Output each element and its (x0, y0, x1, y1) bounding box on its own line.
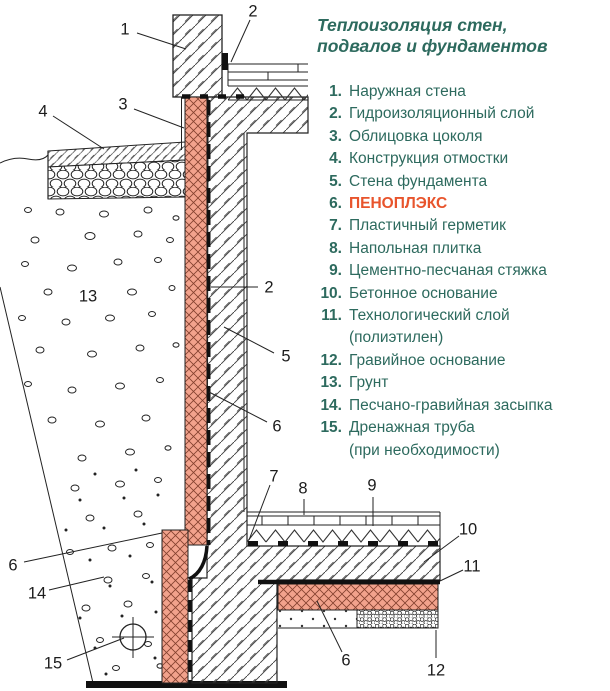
page-title-line1: Теплоизоляция стен, (317, 15, 508, 35)
legend-item-label: Стена фундамента (349, 172, 488, 190)
legend-item: 2. Гидроизоляционный слой (309, 103, 607, 125)
legend-item-label: Цементно-песчаная стяжка (349, 262, 547, 280)
callout-6-floor: 6 (341, 651, 351, 670)
legend-item-label: (при необходимости) (349, 441, 500, 459)
legend-item-number: 15. (320, 419, 342, 437)
callout-15: 15 (43, 654, 63, 673)
callout-5: 5 (281, 347, 291, 366)
callout-6-left: 6 (8, 556, 18, 575)
gravel-layer (356, 609, 439, 629)
legend-item: (при необходимости) (309, 440, 607, 462)
legend-item-label: Грунт (349, 374, 389, 392)
legend-item-number: 13. (320, 374, 342, 392)
callout-2-top: 2 (248, 2, 258, 21)
legend-item-number: 14. (320, 396, 342, 414)
legend-item: 14. Песчано-гравийная засыпка (309, 395, 607, 417)
legend-item: 3. Облицовка цоколя (309, 126, 607, 148)
callout-11: 11 (463, 557, 481, 576)
legend-item-number: 4. (329, 150, 342, 168)
excavation-line (0, 286, 94, 684)
legend-item-label: Дренажная труба (349, 419, 475, 437)
legend-item: 9. Цементно-песчаная стяжка (309, 260, 607, 282)
legend-item: 6. ПЕНОПЛЭКС (309, 193, 607, 215)
drainage-pipe-icon (112, 617, 154, 658)
legend-item-number: 10. (320, 284, 342, 302)
callout-9: 9 (367, 476, 377, 495)
legend-item-number: 8. (329, 239, 342, 257)
legend-item-number: 3. (329, 127, 342, 145)
callout-7: 7 (269, 467, 279, 486)
legend-item-number: 5. (329, 172, 342, 190)
legend-item-label: Наружная стена (349, 83, 466, 100)
callout-12: 12 (426, 661, 446, 680)
legend-item: 5. Стена фундамента (309, 171, 607, 193)
blind-area (47, 141, 186, 200)
legend-item-label: Технологический слой (349, 307, 510, 325)
legend-item: 8. Напольная плитка (309, 238, 607, 260)
callout-3: 3 (118, 95, 128, 114)
legend-item: (полиэтилен) (309, 327, 607, 349)
legend-item-number: 1. (329, 83, 342, 100)
callout-1: 1 (120, 20, 130, 39)
legend-item-number: 7. (329, 217, 342, 235)
callout-2-mid: 2 (264, 278, 274, 297)
callout-8: 8 (298, 479, 308, 498)
legend-item-number (309, 327, 342, 349)
legend-item-number: 12. (320, 351, 342, 369)
legend-item-label: Гидроизоляционный слой (349, 105, 535, 123)
legend-item-label: Облицовка цоколя (349, 127, 483, 145)
legend-item-label: Песчано-гравийная засыпка (349, 396, 553, 414)
legend-list: 1. Наружная стена 2. Гидроизоляционный слой… (309, 81, 607, 462)
ground-line (0, 154, 49, 164)
legend-item: 13. Грунт (309, 372, 607, 394)
legend-item: 12. Гравийное основание (309, 350, 607, 372)
callout-10: 10 (458, 520, 478, 539)
legend-item: 1. Наружная стена (309, 81, 607, 103)
legend-item-number: 9. (329, 262, 342, 280)
legend-item-label: Бетонное основание (349, 284, 498, 302)
legend-item-label: Конструкция отмостки (349, 150, 509, 168)
exterior-wall (172, 14, 223, 98)
legend-item: 15. Дренажная труба (309, 417, 607, 439)
legend-item: 7. Пластичный герметик (309, 215, 607, 237)
legend-item-label: ПЕНОПЛЭКС (349, 195, 448, 213)
page-title-line2: подвалов и фундаментов (317, 35, 548, 56)
legend-item-label: Пластичный герметик (349, 217, 506, 235)
leader-lines (23, 19, 464, 661)
waterproofing-layers (182, 53, 440, 681)
callout-6-mid: 6 (272, 417, 282, 436)
legend-item-label: Напольная плитка (349, 239, 482, 257)
legend-item-label: (полиэтилен) (349, 329, 444, 347)
page-title: Теплоизоляция стен, подвалов и фундамент… (317, 15, 548, 56)
section-bottom-bar (86, 681, 287, 688)
legend-item-number: 2. (329, 105, 342, 123)
legend-item: 4. Конструкция отмостки (309, 148, 607, 170)
basement-floor-layers (247, 511, 441, 629)
legend-item: 11. Технологический слой (309, 305, 607, 327)
callout-14: 14 (27, 584, 47, 603)
callout-4: 4 (38, 102, 48, 121)
legend-item-label: Гравийное основание (349, 351, 506, 369)
ground-floor-layers (227, 63, 308, 101)
sand-layer (278, 610, 357, 628)
soil-texture (18, 206, 180, 676)
legend-item-number: 6. (329, 195, 342, 213)
callout-13: 13 (78, 287, 98, 306)
legend-item-number (309, 440, 342, 462)
legend-item-number: 11. (321, 307, 342, 325)
legend-item: 10. Бетонное основание (309, 283, 607, 305)
